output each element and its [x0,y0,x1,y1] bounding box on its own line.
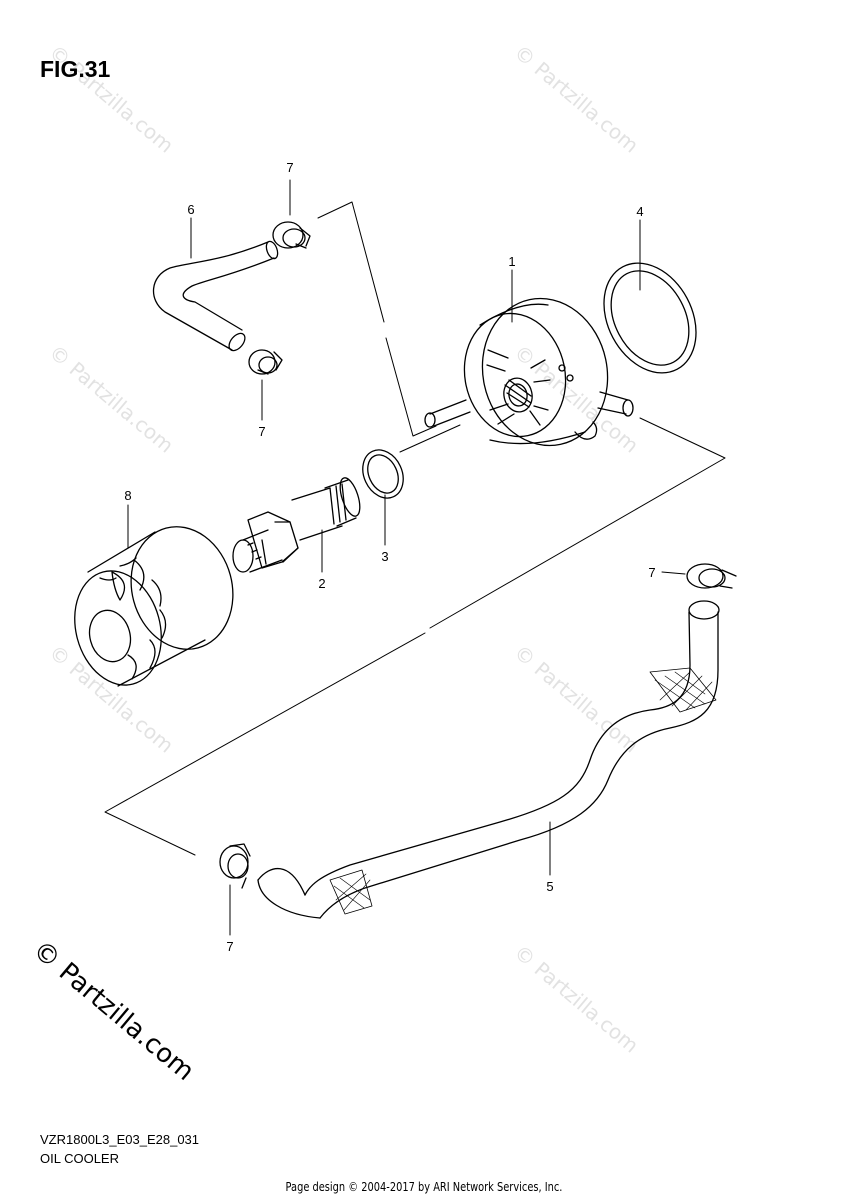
callout-1: 1 [508,254,515,269]
hose-clamp-top [272,221,311,249]
hose-upper-part [152,240,279,352]
o-ring-large-part [603,262,697,374]
callout-6: 6 [187,202,194,217]
figure-code: VZR1800L3_E03_E28_031 [40,1132,200,1147]
callout-7-left: 7 [258,424,265,439]
union-bolt-part [232,477,361,573]
callout-5: 5 [546,879,553,894]
callout-8: 8 [124,488,131,503]
callout-3: 3 [381,549,388,564]
callout-2: 2 [318,576,325,591]
hose-lower-part [257,600,720,919]
hose-clamp-right [686,563,737,589]
page-credit: Page design © 2004-2017 by ARI Network S… [285,1180,563,1194]
oil-cooler-part [424,297,634,447]
callout-7-bottom: 7 [226,939,233,954]
o-ring-small-part [362,449,404,499]
connection-lines [104,179,726,936]
callout-7-top: 7 [286,160,293,175]
figure-title: FIG.31 [40,56,111,82]
figure-name: OIL COOLER [40,1151,119,1166]
callout-7-right: 7 [648,565,655,580]
hose-clamp-left [248,349,283,375]
callout-4: 4 [636,204,643,219]
oil-filter-part [74,526,234,687]
hose-clamp-bottom [219,843,251,889]
callout-labels: 1 2 3 4 5 6 7 7 7 7 8 [124,160,655,954]
